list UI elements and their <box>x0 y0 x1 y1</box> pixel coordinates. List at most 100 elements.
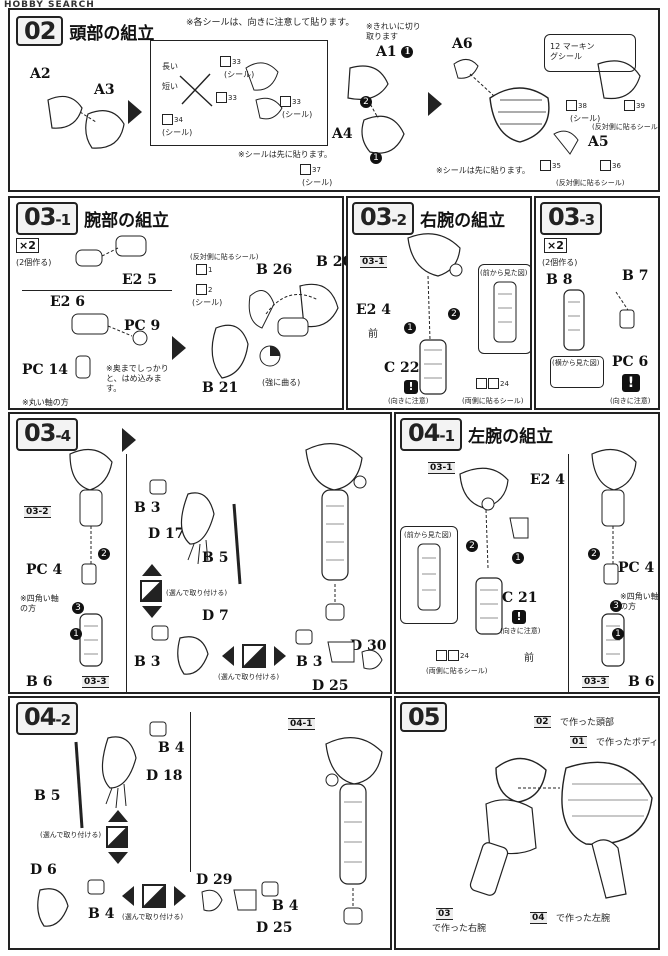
fist-left-drawing <box>37 879 105 927</box>
grip-left-drawing <box>201 881 279 912</box>
sticker-35: 35 <box>540 160 561 171</box>
caution-label-left: (向きに注意) <box>500 627 541 635</box>
label-a1: A1 1 <box>376 44 414 60</box>
step-03-4-number: 03-4 <box>16 418 79 451</box>
open-hand-left-drawing <box>74 721 167 829</box>
make-two-note: (2個作る) <box>16 258 52 267</box>
step-03-3-header: 03-3 <box>540 202 603 235</box>
step-05-header: 05 <box>400 702 448 732</box>
left-arm-drawing <box>459 467 509 635</box>
front-label-left: 前 <box>524 653 534 664</box>
right-arm-finished-drawing <box>305 443 367 621</box>
flow-arrow-3 <box>172 336 186 360</box>
front-view-box-left <box>400 526 458 624</box>
sticker-24-left: 24 <box>436 650 469 661</box>
head-assembly-center-drawing <box>347 65 405 154</box>
step-04-1-title: 左腕の組立 <box>468 427 554 447</box>
label-c-21: C 21 <box>502 590 538 606</box>
right-arm-assembly-drawing <box>69 448 113 667</box>
marking-seal-box <box>544 34 636 72</box>
sticker-03-1-a: 1 <box>196 264 212 275</box>
hand-joint-drawing <box>563 289 635 351</box>
seal-label-c: (シール) <box>162 128 193 137</box>
caution-label-right: (向きに注意) <box>388 397 429 405</box>
label-b-3-a: B 3 <box>134 500 161 516</box>
label-e2-5: E2 5 <box>122 272 158 288</box>
caution-icon-right: ! <box>404 380 418 394</box>
short-label: 短い <box>162 82 178 91</box>
sticker-38: 38 <box>566 100 587 111</box>
label-e2-4-left: E2 4 <box>530 472 566 488</box>
sticker-33-c: 33 <box>280 96 301 107</box>
label-a5: A5 <box>588 134 609 150</box>
label-d-17: D 17 <box>148 526 185 542</box>
sticker-36: 36 <box>600 160 621 171</box>
label-pc-9: PC 9 <box>124 318 161 334</box>
label-b-7: B 7 <box>622 268 649 284</box>
divider-03-1 <box>22 290 172 291</box>
label-d-25-right: D 25 <box>312 678 349 694</box>
sticker-03-1-b: 2 <box>196 284 212 295</box>
sticker-inset-box <box>150 40 328 146</box>
step-03-2-panel: 03-2 右腕の組立 03-1 E2 4 1 2 C 22 前 (前から見た図)… <box>346 196 532 410</box>
seal-label-b: (シール) <box>282 110 313 119</box>
note-square-shaft-right: ※四角い軸の方 <box>20 594 59 613</box>
both-seal-left: (両側に貼るシール) <box>426 667 488 675</box>
front-view-part-left <box>417 543 441 611</box>
label-b-20: B 20 <box>316 254 353 270</box>
seal-label-e: (シール) <box>570 114 601 123</box>
step-badge-41-1: 1 <box>612 628 624 640</box>
ref-04-1: 04-1 <box>288 718 315 730</box>
step-badge-41-3: 3 <box>610 600 622 612</box>
fist-hand-drawing <box>151 625 209 675</box>
bend-note: (強に曲る) <box>262 378 301 387</box>
label-b-8: B 8 <box>546 272 573 288</box>
label-d-25-left: D 25 <box>256 920 293 936</box>
choose-arrow-vertical <box>138 564 166 628</box>
step-03-2-number: 03-2 <box>352 202 415 235</box>
arm-joint-lower-drawing <box>71 313 148 379</box>
ref-03-2-in-03-4: 03-2 <box>24 506 51 518</box>
reverse-seal-label-a: (反対側に貼るシール) <box>592 123 661 131</box>
choose-icon-a <box>140 580 162 602</box>
side-view-box <box>550 356 604 388</box>
step-03-1-header: 03-1 腕部の組立 <box>16 202 169 235</box>
label-c-22: C 22 <box>384 360 420 376</box>
label-b-26: B 26 <box>256 262 293 278</box>
label-a4: A4 <box>332 126 353 142</box>
ref-03-right-arm: 03 <box>436 908 453 920</box>
label-d-30: D 30 <box>350 638 387 654</box>
note-sticker-first-2: ※シールは先に貼ります。 <box>436 166 530 175</box>
choose-arrow-horizontal-03-4 <box>222 644 288 668</box>
step-03-3-number: 03-3 <box>540 202 603 235</box>
choose-icon-d <box>142 884 166 908</box>
grip-hand-drawing <box>295 629 383 670</box>
step-03-4-panel: 03-4 03-2 2 PC 4 ※四角い軸の方 3 1 B 6 03-3 B … <box>8 412 392 694</box>
right-arm-drawing <box>407 233 463 395</box>
divider-04-2 <box>190 712 191 872</box>
step-03-3-panel: 03-3 ×2 (2個作る) B 8 B 7 (横から見た図) PC 6 ! (… <box>534 196 660 410</box>
label-e2-4-right: E2 4 <box>356 302 392 318</box>
step-badge-right-2: 2 <box>448 308 460 320</box>
flow-arrow-1 <box>128 100 142 124</box>
step-04-1-number: 04-1 <box>400 418 463 451</box>
step-03-1-title: 腕部の組立 <box>84 211 170 231</box>
step-05-number: 05 <box>400 702 448 732</box>
label-b-3-b: B 3 <box>134 654 161 670</box>
inset-parts-drawing <box>179 62 283 120</box>
ref-01-body: 01 <box>570 736 587 748</box>
label-b-21: B 21 <box>202 380 239 396</box>
made-right-label: で作った右腕 <box>432 924 487 934</box>
sticker-34: 34 <box>162 114 183 125</box>
label-d-7: D 7 <box>202 608 229 624</box>
make-two-badge: ×2 <box>16 238 39 253</box>
note-firm-fit: ※奥までしっかりと、はめ込みます。 <box>106 364 169 393</box>
sticker-33-a: 33 <box>220 56 241 67</box>
choose-arrow-horizontal-04-2 <box>122 884 188 908</box>
head-parts-left-drawing <box>47 95 125 149</box>
label-b-5-left: B 5 <box>34 788 61 804</box>
label-pc-14: PC 14 <box>22 362 69 378</box>
step-badge-1: 1 <box>370 152 382 164</box>
step-badge-left-2: 2 <box>466 540 478 552</box>
watermark: HOBBY SEARCH <box>4 0 95 10</box>
